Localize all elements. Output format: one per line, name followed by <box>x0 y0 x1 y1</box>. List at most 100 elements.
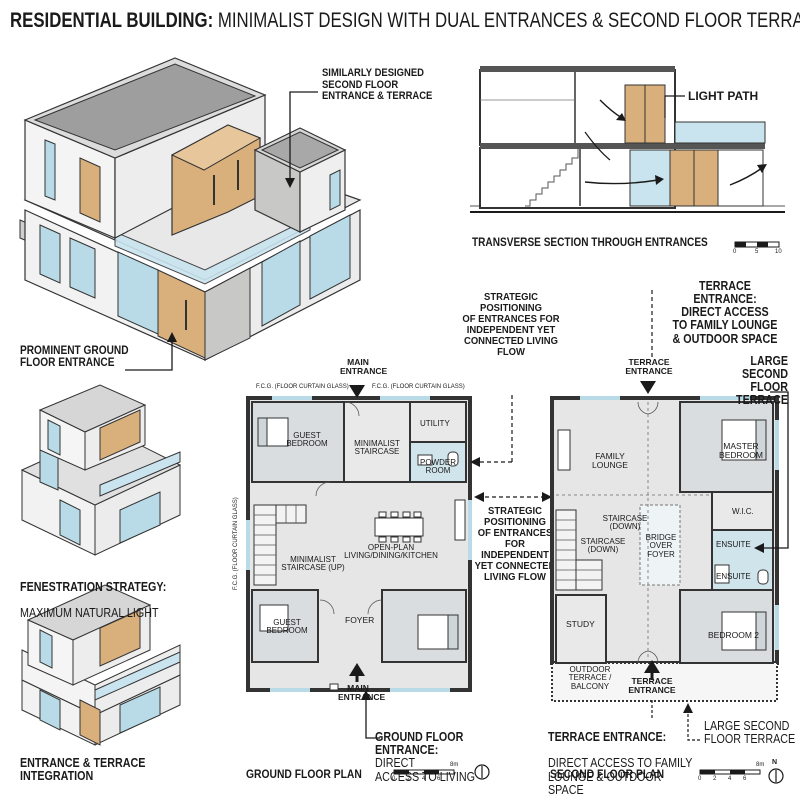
dining-table <box>374 517 424 537</box>
section-terrace-railing <box>674 121 766 144</box>
room-label-study: STUDY <box>566 619 595 629</box>
entrance-wood-door <box>157 269 206 359</box>
section-ground-glass <box>629 149 671 207</box>
terrace-entrance-arrow-top <box>640 381 656 394</box>
caption-integration: ENTRANCE & TERRACE INTEGRATION <box>20 756 146 784</box>
ground-scale-0: 0 <box>392 776 396 782</box>
ground-fcg-1: F.C.G. (FLOOR CURTAIN GLASS) <box>256 384 349 390</box>
second-terrace-entrance-top: TERRACE ENTRANCE <box>625 357 673 376</box>
ground-scale-2: 2 <box>407 776 411 782</box>
room-label-foyer: FOYER <box>345 615 375 625</box>
room-label-staircase-down-2: STAIRCASE (DOWN) <box>580 537 626 555</box>
lounge-sofa <box>557 429 571 471</box>
callout-large-terrace-bottom: LARGE SECOND FLOOR TERRACE <box>704 719 796 747</box>
second-scale-2: 2 <box>713 776 717 782</box>
room-label-utility: UTILITY <box>420 419 450 428</box>
title-rest: MINIMALIST DESIGN WITH DUAL ENTRANCES & … <box>217 9 800 32</box>
ground-main-entrance-bottom: MAIN ENTRANCE <box>338 683 386 702</box>
leader-second-floor <box>289 91 318 180</box>
room-label-bedroom-2: BEDROOM 2 <box>708 630 760 640</box>
second-scale-bar <box>699 769 761 775</box>
room-label-ensuite-2: ENSUITE <box>716 572 751 581</box>
room-label-family-lounge: FAMILY LOUNGE <box>592 451 628 470</box>
callout-second-floor-entrance: SIMILARLY DESIGNED SECOND FLOOR ENTRANCE… <box>322 67 433 103</box>
upper-window-left-1 <box>44 139 56 201</box>
callout-terrace-entrance-bottom-rest: DIRECT ACCESS TO FAMILY LOUNGE & OUTDOOR… <box>548 756 693 797</box>
caption-fenestration-bold: FENESTRATION STRATEGY: <box>20 580 167 595</box>
section-caption: TRANSVERSE SECTION THROUGH ENTRANCES <box>472 235 708 249</box>
ground-window-right-1 <box>261 240 301 327</box>
ground-fcg-2: F.C.G. (FLOOR CURTAIN GLASS) <box>372 384 465 390</box>
room-label-powder: POWDER ROOM <box>420 458 456 476</box>
caption-fenestration: FENESTRATION STRATEGY: MAXIMUM NATURAL L… <box>20 568 166 621</box>
glass-railing <box>114 217 311 285</box>
leader-ground-entrance <box>125 340 173 371</box>
callout-ground-floor-entrance: GROUND FLOOR ENTRANCE: DIRECT ACCESS TO … <box>375 718 478 784</box>
second-scale-4: 4 <box>728 776 732 782</box>
ground-plan-caption: GROUND FLOOR PLAN <box>246 767 362 781</box>
callout-large-terrace-top: LARGE SECOND FLOOR TERRACE <box>736 354 788 408</box>
room-label-staircase: MINIMALIST STAIRCASE <box>354 439 400 457</box>
integration-view <box>21 584 181 746</box>
main-entrance-arrow-top <box>349 385 365 398</box>
ground-scale-6: 6 <box>437 776 441 782</box>
section-staircase <box>525 149 579 207</box>
room-label-staircase-up: MINIMALIST STAIRCASE (UP) <box>281 555 345 573</box>
main-entrance-arrow-bottom <box>349 663 365 676</box>
second-plan-caption: SECOND FLOOR PLAN <box>550 767 665 781</box>
callout-ground-floor-entrance-rest: DIRECT ACCESS TO LIVING <box>375 756 475 784</box>
leader-large-terrace-bottom <box>687 708 700 741</box>
callout-strategic-top: STRATEGIC POSITIONING OF ENTRANCES FOR I… <box>462 291 560 359</box>
second-scale-8: 8m <box>756 762 765 768</box>
leader-large-terrace-top <box>760 391 789 549</box>
callout-terrace-entrance-bottom-bold: TERRACE ENTRANCE: <box>548 730 667 745</box>
room-label-guest-bedroom-1: GUEST BEDROOM <box>286 431 328 449</box>
section-scale-bar <box>734 241 780 248</box>
callout-terrace-entrance-top: TERRACE ENTRANCE: DIRECT ACCESS TO FAMIL… <box>672 279 778 346</box>
north-label: N <box>772 759 778 766</box>
upper-window-left-2 <box>79 157 101 223</box>
ground-window-left-2 <box>69 237 96 299</box>
label-light-path: LIGHT PATH <box>688 89 759 103</box>
second-scale-6: 6 <box>743 776 747 782</box>
sheet-title: RESIDENTIAL BUILDING: MINIMALIST DESIGN … <box>10 9 800 32</box>
section-scale-0: 0 <box>733 249 737 255</box>
ground-scale-bar <box>393 769 455 775</box>
light-path-arrow-4 <box>584 131 611 161</box>
light-path-arrow-3 <box>729 167 763 186</box>
room-label-open-plan: OPEN-PLAN LIVING/DINING/KITCHEN <box>344 543 438 561</box>
light-path-arrow-2 <box>584 179 659 185</box>
section-scale-5: 5 <box>755 249 759 255</box>
room-label-outdoor-terrace: OUTDOOR TERRACE / BALCONY <box>568 665 612 691</box>
second-terrace-entrance-bottom: TERRACE ENTRANCE <box>628 676 676 695</box>
terrace-entrance-arrow-bottom <box>644 660 660 673</box>
ground-window-left-1 <box>39 224 61 284</box>
callout-ground-floor-entrance-bold: GROUND FLOOR ENTRANCE: <box>375 730 464 758</box>
caption-fenestration-rest: MAXIMUM NATURAL LIGHT <box>20 606 159 621</box>
bridge-over-foyer <box>639 504 681 586</box>
second-scale-0: 0 <box>698 776 702 782</box>
ground-main-entrance-top: MAIN ENTRANCE <box>340 357 388 376</box>
bed-guest-2 <box>259 604 289 632</box>
callout-strategic-mid: STRATEGIC POSITIONING OF ENTRANCES FOR I… <box>474 505 556 584</box>
light-path-leader <box>664 95 685 118</box>
room-label-staircase-down-1: STAIRCASE (DOWN) <box>602 514 648 532</box>
room-label-wic: W.I.C. <box>732 507 754 516</box>
stairs-down <box>555 509 603 591</box>
section-scale-10: 10 <box>775 249 782 255</box>
ground-window-right-2 <box>309 214 351 300</box>
room-label-bridge: BRIDGE OVER FOYER <box>645 533 677 559</box>
leader-ground-floor-entrance <box>365 695 380 739</box>
room-study <box>555 594 607 664</box>
stairs-up <box>253 504 307 586</box>
callout-ground-entrance: PROMINENT GROUND FLOOR ENTRANCE <box>20 345 129 370</box>
callout-terrace-entrance-bottom: TERRACE ENTRANCE: DIRECT ACCESS TO FAMIL… <box>548 718 694 797</box>
room-label-guest-bedroom-2: GUEST BEDROOM <box>266 618 308 636</box>
outdoor-terrace-strip <box>551 662 778 702</box>
